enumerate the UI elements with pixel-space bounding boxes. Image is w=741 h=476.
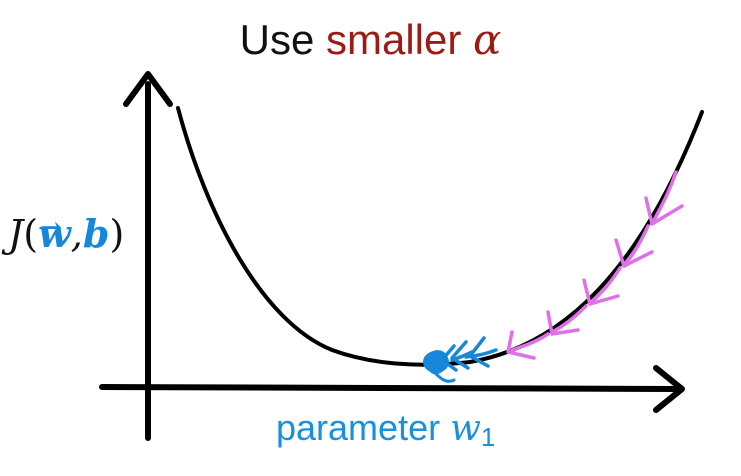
weight-symbol: w bbox=[38, 211, 71, 256]
cost-function-symbol: J bbox=[8, 212, 24, 256]
step-arrowhead bbox=[614, 238, 654, 268]
step-arrow bbox=[510, 332, 550, 352]
step-arrowhead bbox=[644, 196, 684, 226]
parameter-symbol: w bbox=[450, 408, 481, 449]
x-axis-label: parameter w1 bbox=[276, 406, 495, 459]
blue-descent-steps bbox=[440, 336, 498, 372]
close-paren: ) bbox=[109, 212, 125, 256]
step-arrow bbox=[550, 304, 588, 334]
open-paren: ( bbox=[23, 212, 39, 256]
step-arrowhead bbox=[546, 310, 580, 336]
step-arrowhead bbox=[468, 336, 490, 368]
title-alpha-symbol: α bbox=[473, 15, 502, 64]
step-arrow bbox=[650, 170, 678, 226]
x-axis-arrowhead bbox=[653, 365, 685, 413]
vector-arrow: → bbox=[40, 213, 62, 243]
y-axis bbox=[123, 71, 173, 441]
parameter-subscript: 1 bbox=[480, 422, 496, 452]
x-axis bbox=[99, 365, 685, 413]
title-prefix: Use bbox=[239, 16, 315, 63]
step-arrowhead bbox=[450, 340, 470, 370]
title-highlight: smaller bbox=[325, 16, 462, 63]
y-axis-label: J(w→,b) bbox=[8, 211, 125, 257]
comma: , bbox=[70, 212, 83, 256]
cost-curve bbox=[176, 106, 704, 367]
diagram-title: Use smaller α bbox=[0, 16, 741, 64]
y-axis-arrowhead bbox=[123, 71, 173, 107]
x-axis-label-text: parameter bbox=[276, 407, 441, 448]
pink-descent-steps bbox=[506, 170, 684, 360]
bias-symbol: b bbox=[82, 211, 110, 256]
weight-vector-symbol: w→ bbox=[38, 212, 71, 256]
step-arrowhead bbox=[582, 278, 620, 306]
minimum-point bbox=[423, 350, 456, 383]
step-arrowhead bbox=[506, 330, 536, 360]
